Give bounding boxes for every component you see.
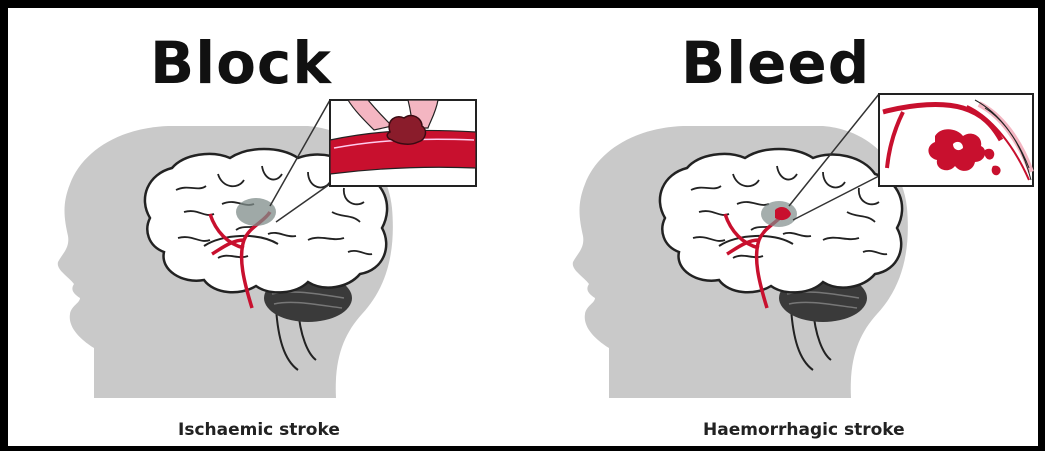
magnifier-inset-icon [879,94,1033,186]
caption-haemorrhagic: Haemorrhagic stroke [703,420,905,440]
white-frame: Block Ischaemic stroke [8,8,1038,446]
panel-title-block: Block [150,34,332,92]
panel-ischaemic: Block Ischaemic stroke [8,8,523,446]
panel-haemorrhagic: Bleed Haemorrhagic stroke [523,8,1038,446]
clot-site-icon [236,198,276,226]
panel-title-bleed: Bleed [681,34,870,92]
caption-ischaemic: Ischaemic stroke [178,420,340,440]
clot-icon [387,116,425,145]
magnifier-inset-icon [330,100,476,186]
